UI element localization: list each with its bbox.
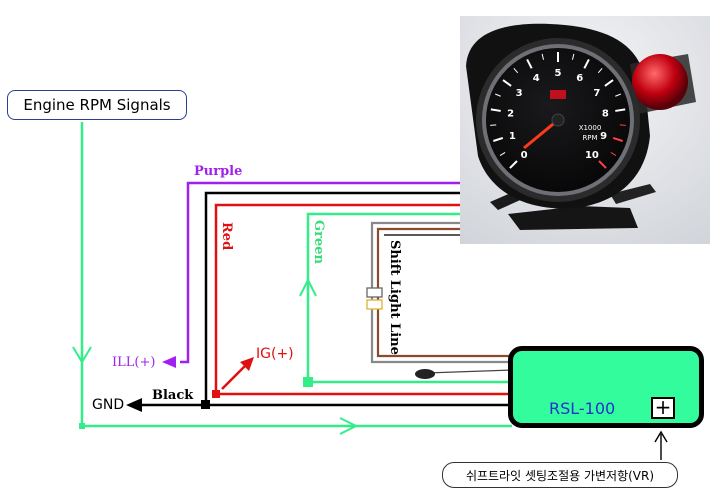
black-label: Black [152,388,194,403]
gauge-tick [598,160,607,169]
gauge-number: 5 [555,68,562,79]
gauge-number: 6 [576,73,583,84]
gauge-needle [523,118,559,150]
gauge-number: 7 [593,88,600,99]
gauge-tick [493,136,504,142]
green-wire [306,212,462,382]
vr-note-box: 쉬프트라잇 셋팅조절용 가변저항(VR) [442,462,678,488]
vr-note-label: 쉬프트라잇 셋팅조절용 가변저항(VR) [465,468,655,483]
green-label: Green [311,220,326,264]
gauge-stand [508,206,638,230]
connector-bottom [366,299,383,310]
gauge-tick [612,136,623,142]
plug-wire [425,369,513,374]
gauge-ticks [490,52,626,169]
green-junction-node [303,377,313,387]
ig-label: IG(+) [256,346,294,362]
gauge-tick [499,151,506,156]
gnd-label: GND [92,397,125,413]
black-junction-node [201,400,210,409]
gauge-tick [490,108,501,112]
ig-arrow-line [221,364,247,390]
gauge-tick [513,67,519,74]
gauge-tick [610,151,617,156]
gauge-tick [604,79,614,87]
rpm-signal-arrow-right [339,417,359,435]
gauge-tick [571,53,575,60]
gauge-number: 8 [602,108,609,119]
gauge-number: 2 [507,108,514,119]
module-label: RSL-100 [549,399,616,418]
engine-rpm-signals-label: Engine RPM Signals [23,96,171,114]
gauge-multiplier: X1000 [579,124,602,132]
gauge-number: 4 [533,73,540,84]
gauge-tick [615,108,626,112]
vr-pointer-head [654,430,668,443]
gauge-number: 9 [600,131,607,142]
gauge-number: 10 [585,150,599,161]
gauge-tick [526,58,533,69]
gauge-tick [541,53,545,60]
gauge-tick [597,67,603,74]
gauge-tick [494,93,501,97]
purple-wire [180,181,462,364]
purple-label: Purple [194,164,243,179]
engine-rpm-signals-box: Engine RPM Signals [7,90,187,120]
gnd-arrow [126,398,142,412]
gauge-number: 1 [509,131,516,142]
ill-arrow [162,356,176,368]
red-junction-node [212,390,220,398]
gauge-unit: RPM [582,134,597,142]
gauge-number: 3 [516,88,523,99]
connector-top [366,287,383,298]
ill-label: ILL(+) [112,355,156,370]
black-wire [204,191,462,404]
gauge-number: 0 [521,150,528,161]
rpm-signal-node [79,423,85,429]
gauge-tick [502,79,512,87]
gauge-brand-badge [550,90,566,99]
red-wire [214,203,462,394]
shift-light-line-label: Shift Light Line [387,240,402,355]
vr-knob: + [651,397,675,419]
rpm-signal-arrow-down [72,346,92,364]
shift-light-ball [632,54,688,110]
gauge-illustration: 01 234 5 678 910 X1000 RPM [460,16,710,244]
green-arrow-up [299,277,317,297]
gauge-tick [583,58,590,69]
gauge-tick [509,160,518,169]
red-label: Red [219,222,234,251]
gauge-numbers: 01 234 5 678 910 [507,68,609,161]
plug [415,369,435,379]
ig-arrow-head [240,357,254,371]
gauge-tick [615,93,622,97]
rsl-100-module: RSL-100 + [508,346,704,428]
